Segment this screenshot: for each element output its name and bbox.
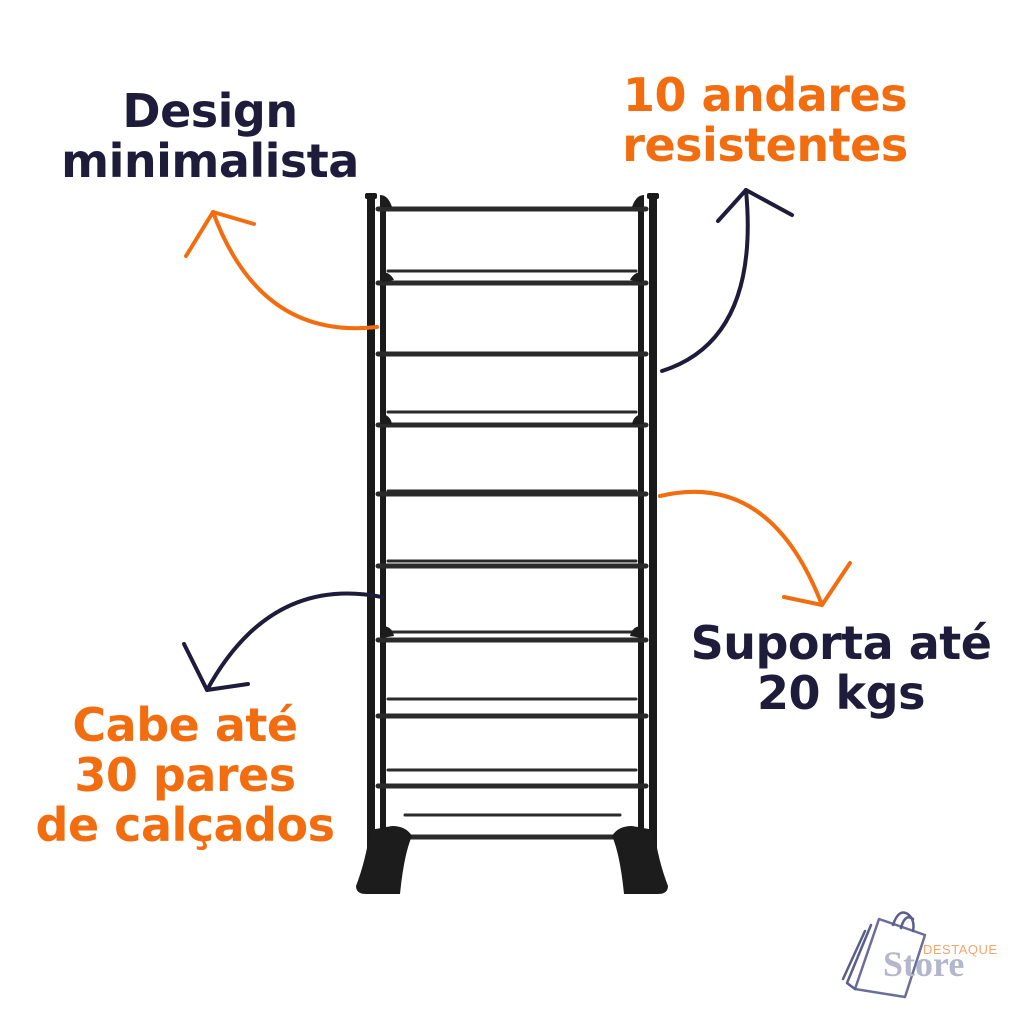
feature-capacity-line-3: de calçados — [35, 798, 335, 852]
feature-design-label: Design minimalista — [40, 86, 380, 186]
arrow-down-right-icon — [658, 489, 852, 607]
feature-weight-line-2: 20 kgs — [757, 666, 925, 720]
feature-tiers-label: 10 andares resistentes — [600, 70, 930, 170]
feature-design-line-1: Design — [122, 84, 298, 138]
brand-logo: Store DESTAQUE — [835, 905, 1005, 1005]
feature-capacity-line-2: 30 pares — [74, 748, 296, 802]
feature-weight-label: Suporta até 20 kgs — [676, 618, 1006, 718]
logo-store-text: Store — [883, 944, 965, 984]
logo-destaque-text: DESTAQUE — [923, 942, 998, 957]
arrow-up-left-icon — [184, 210, 379, 331]
feature-design-line-2: minimalista — [61, 134, 359, 188]
feature-capacity-line-1: Cabe até — [72, 698, 298, 752]
feature-tiers-line-1: 10 andares — [622, 68, 908, 122]
arrow-up-right-icon — [660, 188, 794, 373]
shopping-bag-icon — [841, 911, 927, 999]
arrow-down-left-icon — [182, 591, 384, 692]
feature-weight-line-1: Suporta até — [690, 616, 992, 670]
feature-capacity-label: Cabe até 30 pares de calçados — [20, 700, 350, 850]
feature-tiers-line-2: resistentes — [622, 118, 908, 172]
